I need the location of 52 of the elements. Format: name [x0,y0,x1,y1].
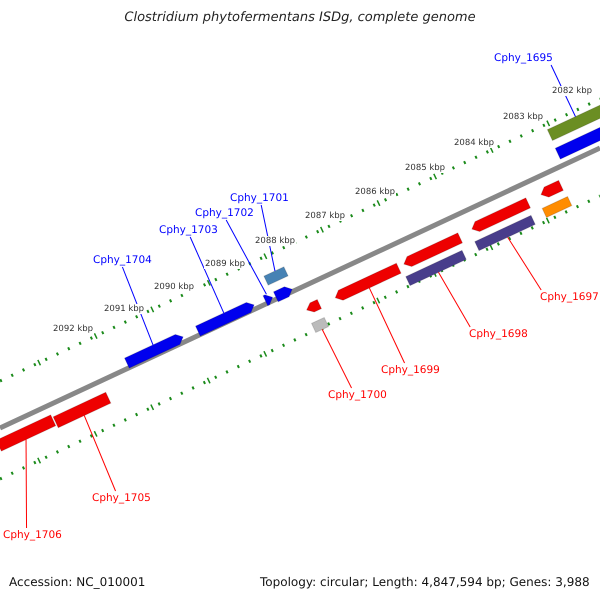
gene-label: Cphy_1700 [328,389,387,401]
position-label: 2086 kbp [354,187,396,197]
gene-feature [124,334,184,369]
position-label: 2082 kbp [551,86,594,96]
gene-feature [540,180,564,198]
gene-label: Cphy_1699 [381,364,440,376]
gene-feature [334,262,402,301]
gene-bar [263,266,289,286]
gene-bar [542,196,572,218]
position-label: 2083 kbp [502,112,544,122]
gene-feature [403,232,464,268]
position-label: 2087 kbp [304,211,346,221]
leader-line [507,236,542,290]
footer-text: Topology: circular; Length: 4,847,594 bp; Genes: 3,988 [260,575,590,589]
gene-label: Cphy_1697 [540,291,599,303]
position-label: 2088 kbp [254,236,296,246]
gene-bar [52,392,112,428]
position-label: 2085 kbp [404,163,446,173]
gene-feature [554,124,600,160]
gene-label: Cphy_1703 [159,224,218,236]
leader-line [322,328,352,388]
gene-feature [262,294,274,306]
gene-label: Cphy_1702 [195,207,254,219]
position-label: 2092 kbp [52,324,94,334]
gene-label: Cphy_1701 [230,192,289,204]
position-label: 2089 kbp [204,259,246,269]
gene-bar [0,414,56,452]
gene-bar [310,316,330,334]
leader-line [122,266,154,346]
footer-text: Accession: NC_010001 [9,575,146,589]
gene-bar [546,102,600,142]
position-label: 2084 kbp [453,138,496,148]
leader-line [260,204,276,272]
gene-label: Cphy_1704 [93,254,152,266]
gene-feature [194,302,255,337]
leader-line [26,438,28,528]
gene-label: Cphy_1695 [494,52,553,64]
leader-line [226,220,267,295]
leader-line [368,287,406,364]
title: Clostridium phytofermentans ISDg, complete genome [123,10,477,25]
gene-label: Cphy_1698 [469,328,528,340]
gene-feature [471,197,532,232]
gene-feature [306,298,322,312]
position-label: 2090 kbp [153,282,196,292]
leader-line [84,415,116,492]
leader-line [190,236,224,314]
gene-label: Cphy_1706 [3,529,62,541]
gene-bar [474,214,536,252]
gene-bar [405,250,467,286]
position-label: 2091 kbp [103,304,146,314]
leader-line [438,272,471,328]
gene-label: Cphy_1705 [92,492,151,504]
